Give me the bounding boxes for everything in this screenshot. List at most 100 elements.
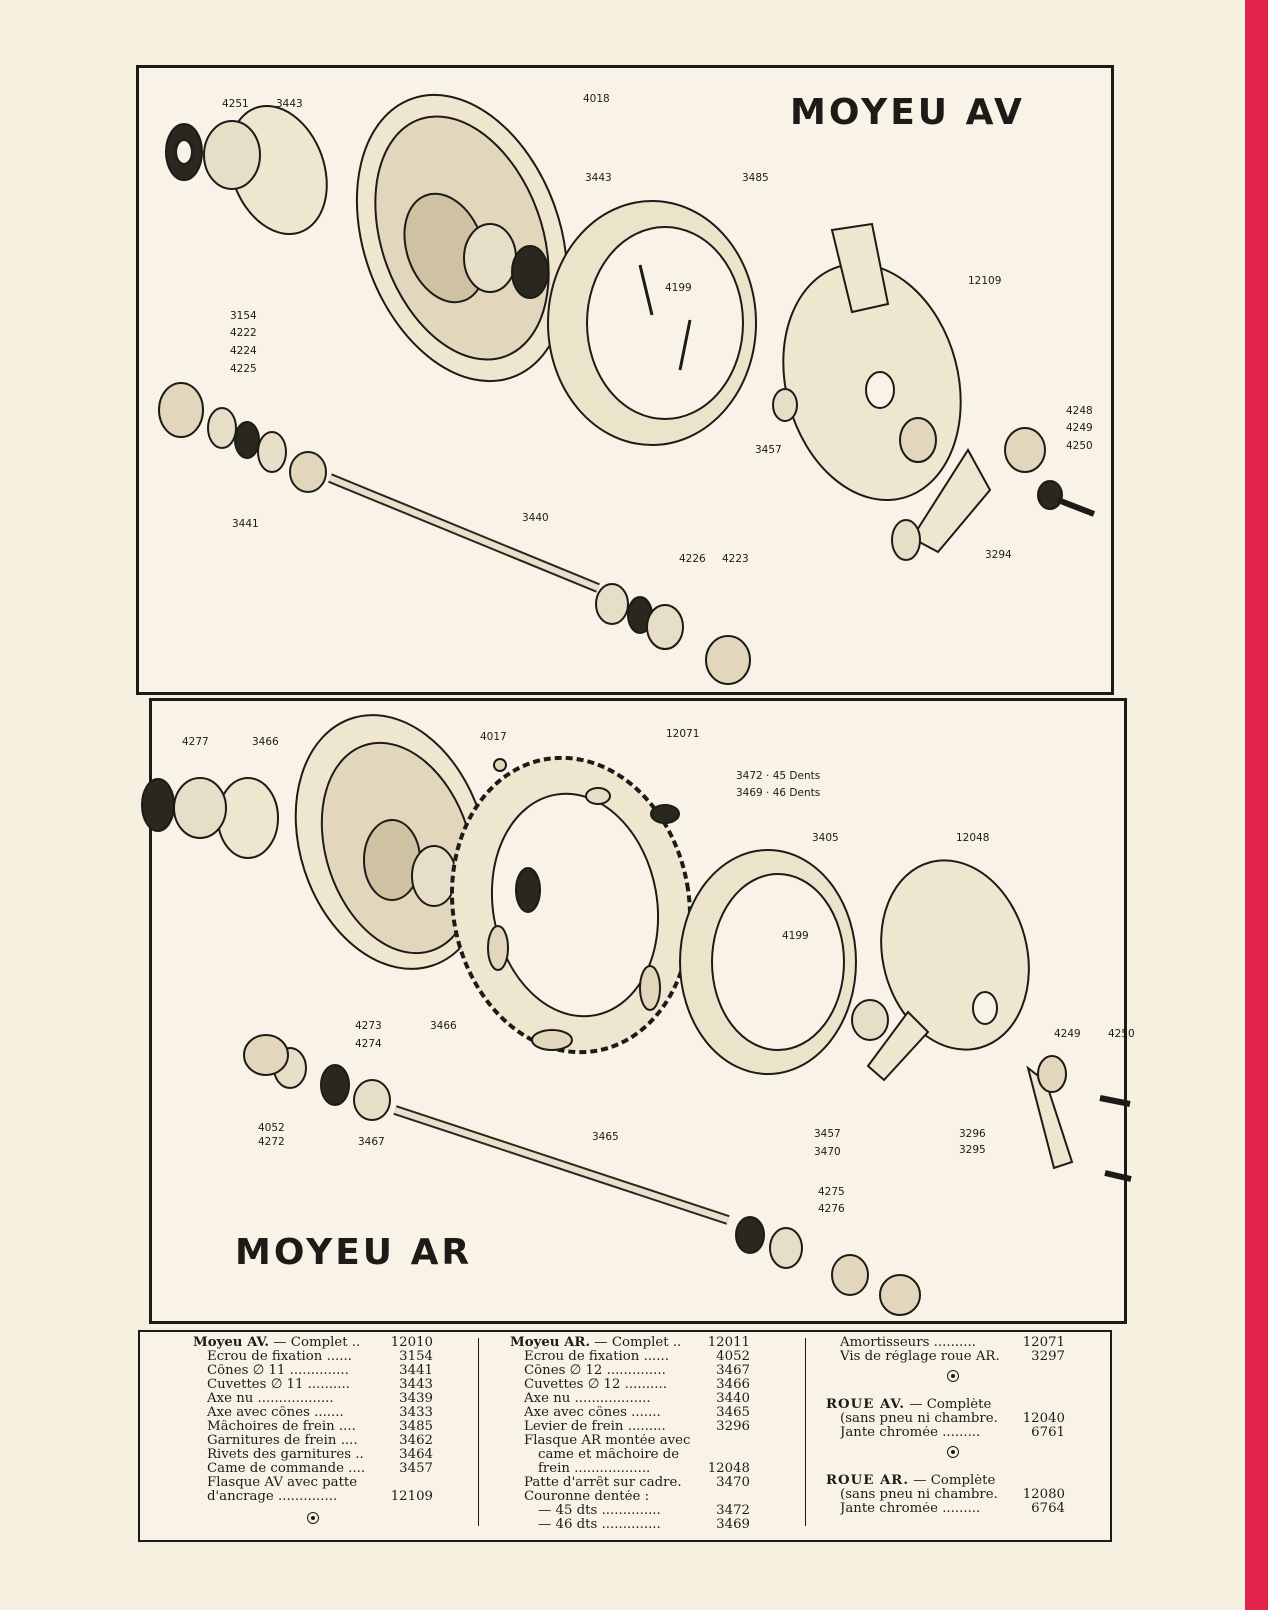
part-label: 4273 (355, 1020, 382, 1032)
legend-row: came et mâchoire de (510, 1448, 750, 1462)
part-label: 3443 (585, 172, 612, 184)
legend-ref: 3154 (399, 1349, 433, 1364)
part-label: 3441 (232, 518, 259, 530)
legend-ref: 3439 (399, 1391, 433, 1406)
legend-item: Axe avec cônes ....... (207, 1406, 344, 1420)
part-label: 3485 (742, 172, 769, 184)
legend-item: Patte d'arrêt sur cadre. (524, 1476, 682, 1490)
legend-row: Jante chromée .........6761 (840, 1426, 1065, 1440)
legend-row: Rivets des garnitures .. 3464 (193, 1448, 433, 1462)
wheel-front-title: ROUE AV. (826, 1398, 905, 1412)
legend-item: Ecrou de fixation ...... (524, 1350, 669, 1364)
legend-ref: 3472 (716, 1503, 750, 1518)
part-label: 4199 (782, 930, 809, 942)
legend-item: Vis de réglage roue AR. (840, 1350, 1000, 1364)
legend-item: Axe nu .................. (524, 1392, 651, 1406)
legend-row: Patte d'arrêt sur cadre.3470 (510, 1476, 750, 1490)
legend-header-name: Moyeu AV. (193, 1336, 270, 1350)
part-label: 3466 (430, 1020, 457, 1032)
part-label: 4277 (182, 736, 209, 748)
legend-item: Rivets des garnitures .. (207, 1448, 364, 1462)
legend-ref: 12109 (390, 1489, 433, 1504)
legend-row: — 46 dts ..............3469 (510, 1518, 750, 1532)
separator-bullet (840, 1370, 1065, 1386)
legend-ref: 4052 (716, 1349, 750, 1364)
part-label: 4052 (258, 1122, 285, 1134)
legend-item: (sans pneu ni chambre. (840, 1412, 998, 1426)
legend-ref: 12011 (707, 1335, 750, 1350)
legend-row: Cuvettes ∅ 11 ..........3443 (193, 1378, 433, 1392)
legend-row: — 45 dts ..............3472 (510, 1504, 750, 1518)
legend-row: Came de commande ....3457 (193, 1462, 433, 1476)
part-label: 3470 (814, 1146, 841, 1158)
wheel-front-rest: — Complète (904, 1398, 992, 1412)
legend-row: d'ancrage .............. 12109 (193, 1490, 433, 1504)
legend-row: frein ..................12048 (510, 1462, 750, 1476)
legend-item: Cuvettes ∅ 11 .......... (207, 1378, 350, 1392)
legend-item: Cônes ∅ 12 .............. (524, 1364, 666, 1378)
legend-row: Axe nu ..................3439 (193, 1392, 433, 1406)
legend-row: Couronne dentée : (510, 1490, 750, 1504)
legend-ref: 3440 (716, 1391, 750, 1406)
part-label: 3472 · 45 Dents (736, 770, 821, 782)
legend-ref: 12040 (1022, 1411, 1065, 1426)
legend-ref: 3466 (716, 1377, 750, 1392)
legend-item: Garnitures de frein .... (207, 1434, 358, 1448)
legend-ref: 6761 (1031, 1425, 1065, 1440)
legend-ref (746, 1490, 750, 1504)
legend-ref: 3467 (716, 1363, 750, 1378)
legend-row: Cuvettes ∅ 12 ..........3466 (510, 1378, 750, 1392)
part-label: 3154 (230, 310, 257, 322)
legend-row: Levier de frein .........3296 (510, 1420, 750, 1434)
legend-item: Axe avec cônes ....... (524, 1406, 661, 1420)
legend-ref: 3485 (399, 1419, 433, 1434)
legend-header-row: Moyeu AR. — Complet .. 12011 (510, 1336, 750, 1350)
legend-item: Couronne dentée : (524, 1490, 650, 1504)
part-label: 3469 · 46 Dents (736, 787, 821, 799)
legend-row: Ecrou de fixation ...... 4052 (510, 1350, 750, 1364)
part-label: 4251 (222, 98, 249, 110)
legend-ref: 3457 (399, 1461, 433, 1476)
legend-ref: 12080 (1022, 1487, 1065, 1502)
legend-item: Levier de frein ......... (524, 1420, 666, 1434)
legend-item: (sans pneu ni chambre. (840, 1488, 998, 1502)
part-label: 4018 (583, 93, 610, 105)
legend-row: Axe avec cônes ....... 3465 (510, 1406, 750, 1420)
legend-front-hub: Moyeu AV. — Complet .. 12010 Ecrou de fi… (193, 1336, 433, 1528)
parts-legend: Moyeu AV. — Complet .. 12010 Ecrou de fi… (138, 1330, 1112, 1542)
part-label: 4250 (1108, 1028, 1135, 1040)
part-label: 4249 (1066, 422, 1093, 434)
legend-item: Cônes ∅ 11 .............. (207, 1364, 349, 1378)
legend-row: Vis de réglage roue AR.3297 (840, 1350, 1065, 1364)
legend-item: Mâchoires de frein .... (207, 1420, 356, 1434)
part-label: 4199 (665, 282, 692, 294)
legend-row: Axe nu .................. 3440 (510, 1392, 750, 1406)
legend-ref: 3464 (399, 1447, 433, 1462)
part-label: 4276 (818, 1203, 845, 1215)
front-hub-title: MOYEU AV (790, 92, 1025, 133)
part-label: 4225 (230, 363, 257, 375)
legend-row: Flasque AV avec patte (193, 1476, 433, 1490)
wheel-front-header: ROUE AV. — Complète (826, 1398, 1065, 1412)
legend-row: Garnitures de frein .... 3462 (193, 1434, 433, 1448)
part-label: 4250 (1066, 440, 1093, 452)
legend-header-rest: — Complet .. (269, 1336, 361, 1350)
legend-row: Ecrou de fixation ......3154 (193, 1350, 433, 1364)
column-divider (805, 1338, 807, 1526)
part-label: 3467 (358, 1136, 385, 1148)
legend-item: Amortisseurs .......... (840, 1336, 976, 1350)
column-divider (478, 1338, 480, 1526)
legend-item: d'ancrage .............. (207, 1490, 338, 1504)
part-label: 3457 (814, 1128, 841, 1140)
part-label: 3443 (276, 98, 303, 110)
separator-bullet (840, 1446, 1065, 1462)
legend-row: Mâchoires de frein .... 3485 (193, 1420, 433, 1434)
legend-ref: 12071 (1022, 1335, 1065, 1350)
legend-ref: 3465 (716, 1405, 750, 1420)
legend-row: Axe avec cônes .......3433 (193, 1406, 433, 1420)
part-label: 4222 (230, 327, 257, 339)
part-label: 3457 (755, 444, 782, 456)
legend-ref: 3462 (399, 1433, 433, 1448)
wheel-rear-rest: — Complète (909, 1474, 996, 1488)
